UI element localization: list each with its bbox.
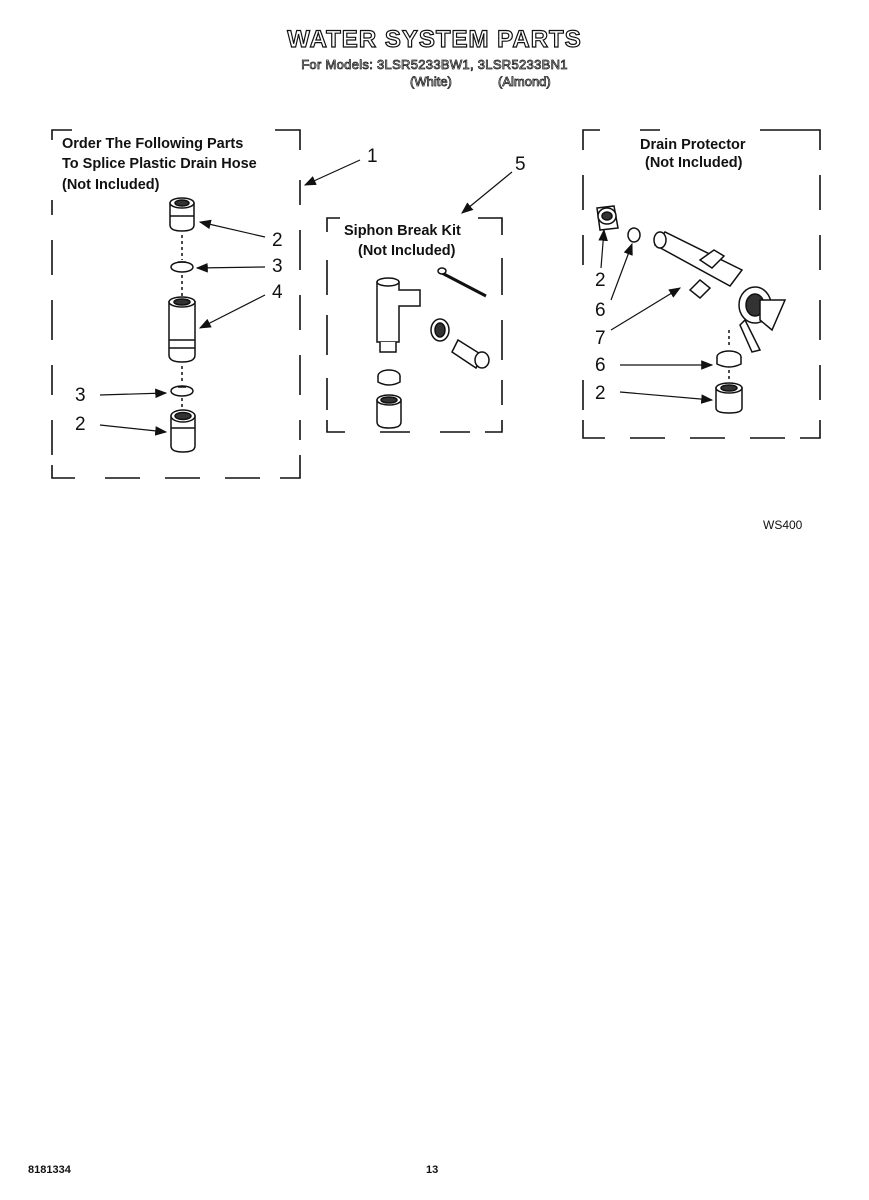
splice-box-frame: [51, 129, 301, 479]
color-almond-label: (Almond): [498, 74, 552, 90]
drain-callout-6-bottom: 6: [595, 355, 606, 376]
callout-2-bottom: 2: [75, 414, 86, 435]
siphon-box-frame: [326, 217, 503, 433]
drain-callout-6-top: 6: [595, 300, 606, 321]
callout-3-top: 3: [272, 256, 283, 277]
splice-box-label-1: Order The Following Parts: [62, 136, 244, 152]
drain-leaders: [598, 228, 714, 404]
drain-box-label-1: Drain Protector: [640, 137, 746, 153]
footer-page-number: 13: [426, 1164, 439, 1176]
callout-1: 1: [367, 146, 378, 167]
drain-callout-2-bottom: 2: [595, 383, 606, 404]
footer-part-number: 8181334: [28, 1164, 71, 1176]
siphon-box-label-2: (Not Included): [358, 243, 456, 259]
drain-box-label-2: (Not Included): [645, 155, 743, 171]
siphon-box-label-1: Siphon Break Kit: [344, 223, 461, 239]
splice-box-label-2: To Splice Plastic Drain Hose: [62, 156, 257, 172]
callout-4: 4: [272, 282, 283, 303]
drain-parts: [596, 205, 787, 414]
callout-2-top: 2: [272, 230, 283, 251]
siphon-parts: [376, 267, 490, 429]
splice-parts: [168, 197, 196, 453]
color-white-label: (White): [410, 74, 453, 90]
models-line: For Models: 3LSR5233BW1, 3LSR5233BN1: [301, 57, 568, 73]
callout-5: 5: [515, 154, 526, 175]
drain-callout-2-top: 2: [595, 270, 606, 291]
figure-code: WS400: [763, 518, 803, 532]
callout-3-bottom: 3: [75, 385, 86, 406]
splice-box-label-3: (Not Included): [62, 177, 160, 193]
drain-box-frame: [582, 129, 821, 439]
drain-callout-7: 7: [595, 328, 606, 349]
page-title: WATER SYSTEM PARTS: [287, 25, 582, 53]
splice-leaders: [99, 159, 361, 436]
siphon-leader: [461, 171, 513, 214]
